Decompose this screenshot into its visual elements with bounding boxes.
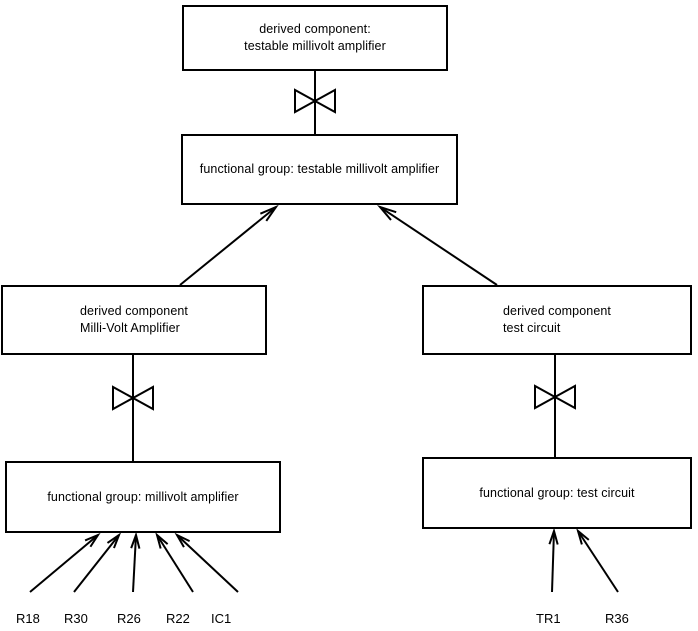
aggregation-arrows-group — [179, 204, 498, 286]
leaf-arrow-part-ic1-shaft — [176, 534, 239, 593]
leaf-arrow-part-r30-shaft — [73, 534, 120, 593]
node-derived-test-circuit[interactable]: derived component test circuit — [422, 285, 692, 355]
bowtie-left-triangle — [294, 88, 318, 114]
leaf-part-arrows-group — [29, 527, 619, 593]
aggregation-arrow-millivolt-to-testable — [179, 204, 279, 286]
leaf-arrow-part-tr1-head — [548, 527, 559, 545]
leaf-arrow-part-r36-head — [576, 528, 590, 545]
leaf-arrow-part-tr1 — [548, 527, 559, 593]
aggregation-arrow-test-circuit-to-testable-head — [376, 204, 397, 221]
leaf-arrow-part-ic1-head — [174, 532, 191, 548]
node-fg-test-circuit[interactable]: functional group: test circuit — [422, 457, 692, 529]
aggregation-arrow-millivolt-to-testable-head — [259, 204, 279, 222]
node-fg-testable-millivolt-amplifier[interactable]: functional group: testable millivolt amp… — [181, 134, 458, 205]
leaf-arrow-part-r36 — [576, 528, 619, 593]
leaf-arrow-part-r18-shaft — [29, 534, 99, 593]
leaf-arrow-part-r22-shaft — [156, 534, 194, 593]
bowtie-right-triangle — [312, 88, 336, 114]
bowtie-left-triangle — [534, 384, 558, 410]
leaf-arrow-part-r18-head — [84, 532, 101, 548]
realization-link-link-test-circuit — [534, 355, 576, 457]
leaf-label-part-ic1: IC1 — [211, 611, 232, 626]
node-derived-testable-millivolt-amplifier[interactable]: derived component: testable millivolt am… — [182, 5, 448, 71]
leaf-arrow-part-ic1 — [174, 532, 239, 593]
node-label: derived component: testable millivolt am… — [244, 22, 386, 53]
leaf-arrow-part-r30 — [73, 532, 122, 593]
leaf-arrow-part-r22-head — [155, 532, 169, 549]
leaf-arrow-part-r26-shaft — [132, 534, 137, 593]
leaf-label-part-r22: R22 — [166, 611, 190, 626]
realization-links-group — [112, 71, 576, 461]
aggregation-arrow-test-circuit-to-testable-shaft — [379, 206, 498, 286]
leaf-arrow-part-r26 — [130, 531, 141, 593]
realization-link-link-millivolt — [112, 355, 154, 461]
node-label: functional group: millivolt amplifier — [47, 489, 239, 504]
aggregation-arrow-test-circuit-to-testable — [376, 204, 498, 286]
node-derived-milli-volt-amplifier[interactable]: derived component Milli-Volt Amplifier — [1, 285, 267, 355]
leaf-label-part-r18: R18 — [16, 611, 40, 626]
node-label: derived component Milli-Volt Amplifier — [79, 304, 189, 335]
node-label: functional group: testable millivolt amp… — [199, 162, 440, 176]
leaf-arrow-part-tr1-shaft — [551, 530, 555, 593]
leaf-label-part-r30: R30 — [64, 611, 88, 626]
bowtie-left-triangle — [112, 385, 136, 411]
leaf-arrow-part-r26-head — [130, 531, 141, 549]
leaf-arrow-part-r30-head — [106, 532, 122, 549]
leaf-label-part-r36: R36 — [605, 611, 629, 626]
node-label: functional group: test circuit — [479, 485, 635, 500]
node-label: derived component test circuit — [502, 304, 612, 335]
bowtie-right-triangle — [552, 384, 576, 410]
leaf-label-part-tr1: TR1 — [536, 611, 561, 626]
leaf-arrow-part-r18 — [29, 532, 101, 593]
realization-link-link-testable — [294, 71, 336, 134]
leaf-arrow-part-r22 — [155, 532, 194, 593]
aggregation-arrow-millivolt-to-testable-shaft — [179, 206, 277, 286]
leaf-arrow-part-r36-shaft — [577, 530, 619, 593]
node-fg-millivolt-amplifier[interactable]: functional group: millivolt amplifier — [5, 461, 281, 533]
leaf-label-part-r26: R26 — [117, 611, 141, 626]
bowtie-right-triangle — [130, 385, 154, 411]
